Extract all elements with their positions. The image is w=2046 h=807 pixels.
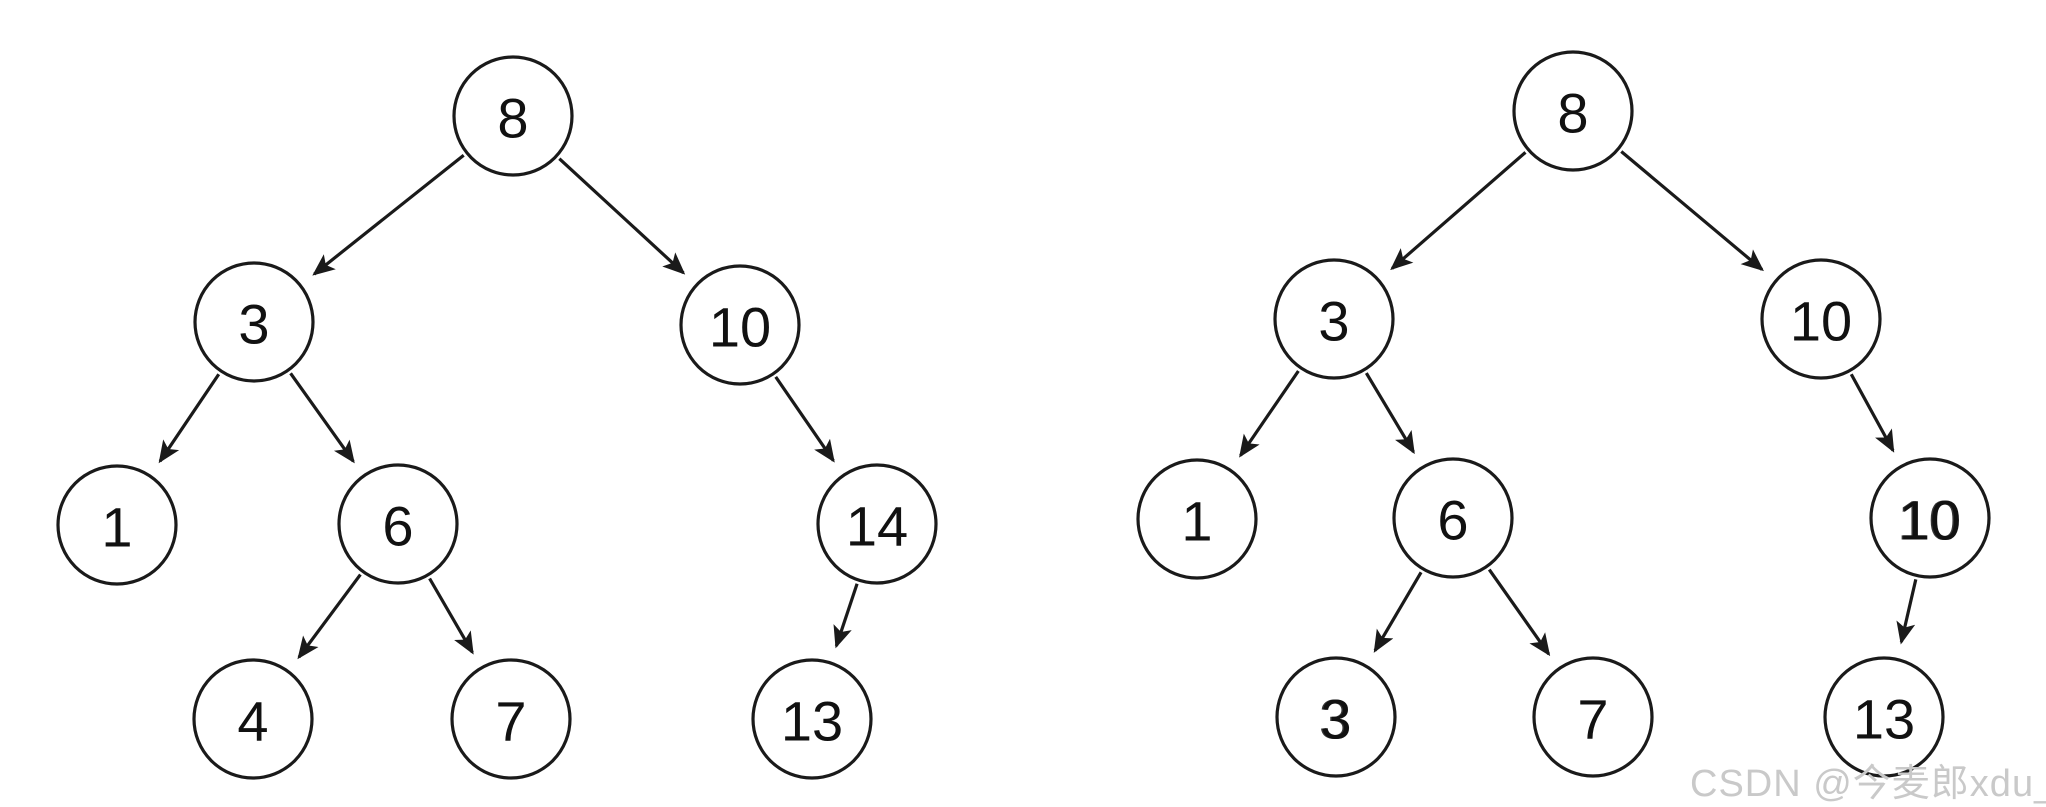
tree-edge-L8-L10 [558, 157, 686, 275]
node-circle-L13 [751, 658, 873, 780]
node-label-L3: 3 [238, 293, 269, 356]
node-label-R3b: 3 [1320, 688, 1351, 751]
node-label-L6: 6 [382, 495, 413, 558]
node-label-R3: 3 [1318, 290, 1349, 353]
edges-layer [158, 150, 1918, 660]
tree-node-R7[interactable]: 7 [1532, 656, 1654, 778]
tree-edge-R3-R1 [1239, 370, 1300, 458]
node-circle-R13 [1823, 656, 1945, 778]
tree-edge-R6-R3b [1373, 571, 1423, 653]
node-label-highlight-R3b: 3 [1319, 688, 1350, 751]
tree-edge-R8-R3 [1390, 151, 1527, 271]
tree-node-R8[interactable]: 8 [1512, 50, 1634, 172]
tree-node-R13[interactable]: 13 [1823, 656, 1945, 778]
tree-edge-L6-L4 [297, 573, 362, 660]
node-circle-R7 [1532, 656, 1654, 778]
node-label-R8: 8 [1557, 82, 1588, 145]
node-circle-L14 [816, 463, 938, 585]
tree-node-L7[interactable]: 7 [450, 658, 572, 780]
node-label-R1: 1 [1181, 490, 1212, 553]
tree-node-L1[interactable]: 1 [56, 464, 178, 586]
node-label-R13: 13 [1853, 688, 1915, 751]
node-circle-R3 [1273, 258, 1395, 380]
tree-edge-L10-L14 [774, 375, 835, 463]
tree-node-R3[interactable]: 3 [1273, 258, 1395, 380]
node-label-L1: 1 [101, 496, 132, 559]
node-label-L13: 13 [781, 690, 843, 753]
node-label-L8: 8 [497, 87, 528, 150]
tree-edge-L3-L1 [158, 373, 221, 464]
node-circle-R3b [1275, 656, 1397, 778]
tree-node-R3b[interactable]: 33 [1275, 656, 1397, 778]
node-circle-R10b [1869, 457, 1991, 579]
tree-edge-L8-L3 [312, 153, 465, 276]
original-bst-nodes: 8 3 10 1 6 14 4 7 13 [56, 55, 938, 780]
node-circle-R8 [1512, 50, 1634, 172]
csdn-watermark: CSDN @今麦郎xdu_ [1690, 763, 2046, 805]
node-circle-L1 [56, 464, 178, 586]
node-circle-R10 [1760, 258, 1882, 380]
node-circle-L6 [337, 463, 459, 585]
tree-edge-L6-L7 [428, 577, 474, 655]
tree-node-R1[interactable]: 1 [1136, 458, 1258, 580]
tree-node-L6[interactable]: 6 [337, 463, 459, 585]
tree-node-L14[interactable]: 14 [816, 463, 938, 585]
tree-edge-R8-R10 [1620, 150, 1764, 272]
node-circle-L3 [193, 261, 315, 383]
node-label-L7: 7 [495, 690, 526, 753]
node-label-R10b: 10 [1899, 489, 1961, 552]
node-label-R6: 6 [1437, 489, 1468, 552]
tree-node-R10[interactable]: 10 [1760, 258, 1882, 380]
tree-edge-R10-R10b [1849, 373, 1895, 453]
tree-node-L4[interactable]: 4 [192, 658, 314, 780]
tree-node-L10[interactable]: 10 [679, 264, 801, 386]
tree-edge-R3-R6 [1364, 372, 1415, 455]
tree-edge-R6-R7 [1487, 568, 1551, 657]
node-circle-L10 [679, 264, 801, 386]
original-bst-edges [158, 153, 859, 660]
node-label-L10: 10 [709, 296, 771, 359]
node-label-L4: 4 [237, 690, 268, 753]
tree-node-L3[interactable]: 3 [193, 261, 315, 383]
node-label-R7: 7 [1577, 688, 1608, 751]
node-circle-L4 [192, 658, 314, 780]
node-circle-L8 [452, 55, 574, 177]
node-label-highlight-R10b: 10 [1897, 489, 1959, 552]
tree-node-L13[interactable]: 13 [751, 658, 873, 780]
node-label-R10: 10 [1790, 290, 1852, 353]
node-circle-L7 [450, 658, 572, 780]
modified-bst-edges [1239, 150, 1918, 657]
tree-node-L8[interactable]: 8 [452, 55, 574, 177]
tree-edge-L3-L6 [289, 372, 355, 464]
tree-edge-R10b-R13 [1896, 579, 1918, 645]
node-label-L14: 14 [846, 495, 908, 558]
node-circle-R1 [1136, 458, 1258, 580]
node-circle-R6 [1392, 457, 1514, 579]
tree-edge-L14-L13 [833, 583, 859, 649]
tree-node-R6[interactable]: 6 [1392, 457, 1514, 579]
